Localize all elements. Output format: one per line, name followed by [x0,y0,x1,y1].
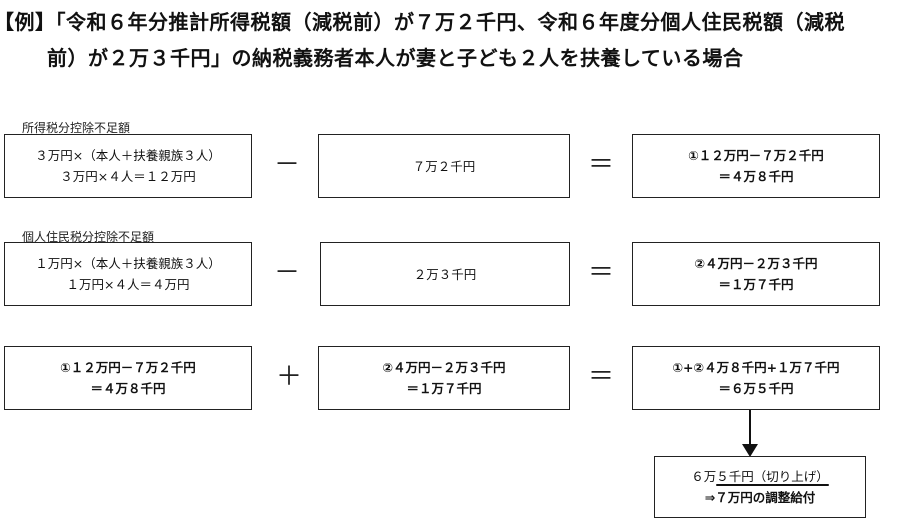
income-tax-shortfall-result-box: ①１２万円－７万２千円 ＝４万８千円 [632,134,880,198]
sum-term-1-box: ①１２万円－７万２千円 ＝４万８千円 [4,346,252,410]
adjustment-payment-amount: ⇒７万円の調整給付 [704,490,816,505]
resident-tax-shortfall-value: ＝１万７千円 [718,277,794,292]
total-shortfall-formula: ①+②４万８千円+１万７千円 [672,360,840,375]
sum-term-1-formula: ①１２万円－７万２千円 [60,360,196,375]
resident-tax-amount-value: ２万３千円 [413,266,477,282]
minus-operator: － [273,150,300,180]
resident-tax-shortfall-caption: 個人住民税分控除不足額 [22,230,155,244]
down-arrow-shaft [749,410,751,446]
minus-operator: － [273,258,300,288]
income-tax-shortfall-caption: 所得税分控除不足額 [22,121,131,135]
rounded-amount-prefix: ６万 [691,469,717,484]
down-arrow-icon [742,444,758,457]
rounded-amount-underlined: ５千円（切り上げ） [716,469,829,484]
resident-tax-shortfall-result-box: ②４万円－２万３千円 ＝１万７千円 [632,242,880,306]
sum-term-2-formula: ②４万円－２万３千円 [382,360,506,375]
resident-tax-shortfall-formula: ②４万円－２万３千円 [694,256,818,271]
income-tax-base-box: ３万円×（本人＋扶養親族３人） ３万円×４人＝１２万円 [4,134,252,198]
resident-tax-base-result: １万円×４人＝４万円 [66,277,190,292]
income-tax-shortfall-value: ＝４万８千円 [718,169,794,184]
plus-operator: ＋ [275,362,302,392]
sum-term-1-value: ＝４万８千円 [90,381,166,396]
resident-tax-amount-box: ２万３千円 [320,242,570,306]
resident-tax-base-formula: １万円×（本人＋扶養親族３人） [35,256,221,271]
sum-term-2-value: ＝１万７千円 [406,381,482,396]
estimated-income-tax-box: ７万２千円 [318,134,570,198]
total-shortfall-value: ＝６万５千円 [718,381,794,396]
estimated-income-tax-value: ７万２千円 [412,158,476,174]
equals-operator: ＝ [587,362,614,392]
rounded-up-amount: ６万５千円（切り上げ） [691,466,829,487]
title-line-2: 前）が２万３千円」の納税義務者本人が妻と子ども２人を扶養している場合 [47,46,744,70]
resident-tax-base-box: １万円×（本人＋扶養親族３人） １万円×４人＝４万円 [4,242,252,306]
equals-operator: ＝ [587,258,614,288]
income-tax-base-result: ３万円×４人＝１２万円 [60,169,196,184]
equals-operator: ＝ [587,150,614,180]
income-tax-base-formula: ３万円×（本人＋扶養親族３人） [35,148,221,163]
adjustment-payment-box: ６万５千円（切り上げ） ⇒７万円の調整給付 [654,456,866,518]
title-line-1: 【例】「令和６年分推計所得税額（減税前）が７万２千円、令和６年度分個人住民税額（… [0,10,845,34]
total-shortfall-result-box: ①+②４万８千円+１万７千円 ＝６万５千円 [632,346,880,410]
income-tax-shortfall-formula: ①１２万円－７万２千円 [688,148,824,163]
sum-term-2-box: ②４万円－２万３千円 ＝１万７千円 [318,346,570,410]
